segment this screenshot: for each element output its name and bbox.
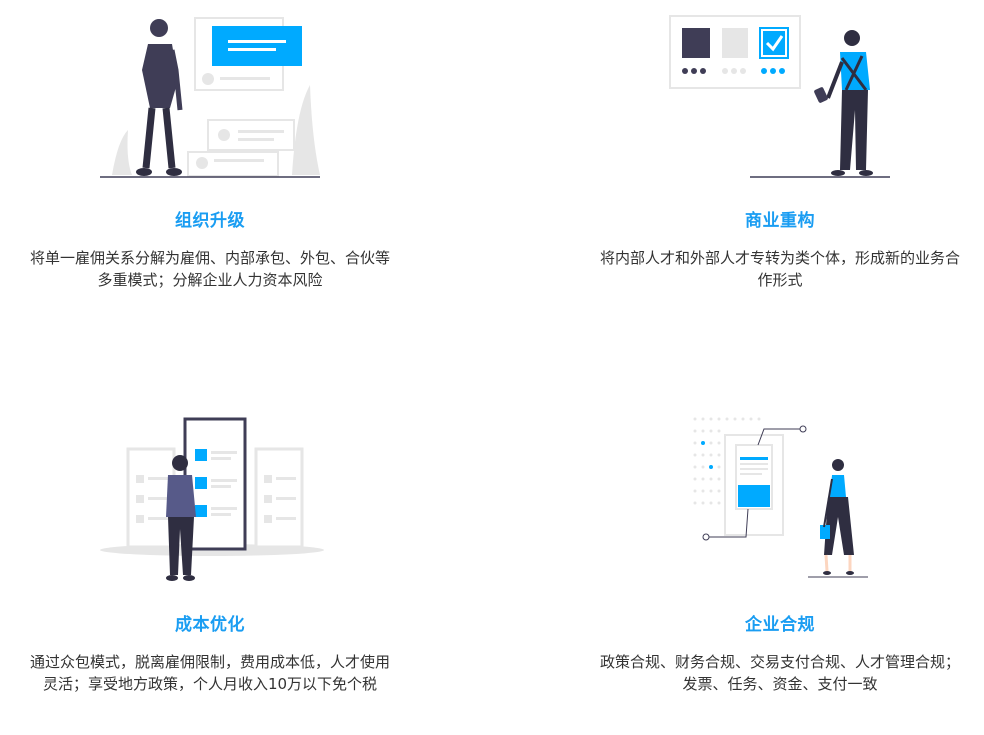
card-description: 通过众包模式，脱离雇佣限制，费用成本低，人才使用灵活；享受地方政策，个人月收入1… — [30, 653, 391, 693]
card-title: 成本优化 — [175, 615, 245, 635]
card-title: 企业合规 — [745, 615, 815, 635]
card-description: 将内部人才和外部人才专转为类个体，形成新的业务合作形式 — [600, 249, 961, 289]
business-restructure-illustration — [669, 15, 890, 178]
compliance-illustration — [693, 417, 868, 578]
card-title: 组织升级 — [175, 211, 245, 231]
card-description: 将单一雇佣关系分解为雇佣、内部承包、外包、合伙等多重模式；分解企业人力资本风险 — [30, 249, 391, 289]
org-upgrade-illustration — [100, 17, 320, 178]
card-description: 政策合规、财务合规、交易支付合规、人才管理合规；发票、任务、资金、支付一致 — [600, 653, 961, 693]
cost-optimize-illustration — [100, 417, 324, 581]
card-title: 商业重构 — [745, 211, 815, 231]
